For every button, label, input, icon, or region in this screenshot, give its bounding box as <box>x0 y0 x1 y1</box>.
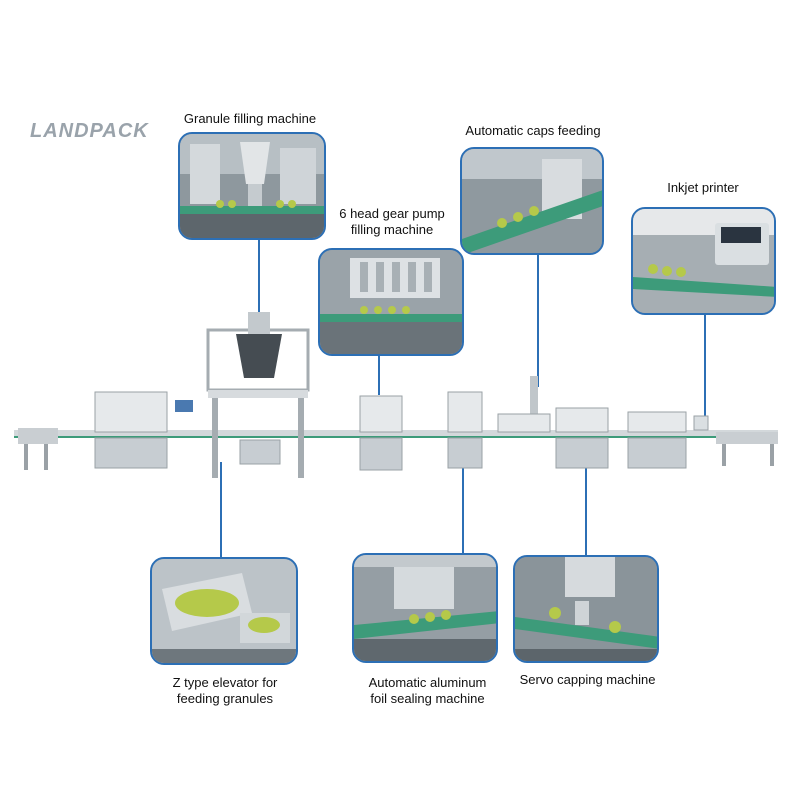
conveyor-belt <box>14 430 778 436</box>
landpack-logo: LANDPACK <box>30 120 149 142</box>
servo-capping-station <box>555 407 609 469</box>
photo-granule-filling <box>178 132 326 240</box>
inkjet-station <box>693 415 709 431</box>
connector-inkjet <box>704 314 706 418</box>
connector-granule <box>258 238 260 330</box>
photo-z-elevator <box>150 557 298 665</box>
foil-sealing-station <box>447 391 483 469</box>
label-foil-sealing: Automatic aluminum foil sealing machine <box>368 675 487 706</box>
photo-caps-feeding <box>460 147 604 255</box>
multihead-weigher-station <box>206 312 310 478</box>
label-gear-pump-filling: 6 head gear pump filling machine <box>339 206 445 237</box>
label-z-elevator: Z type elevator for feeding granules <box>172 675 278 706</box>
gear-pump-filling-station <box>359 395 403 471</box>
connector-elevator <box>220 462 222 560</box>
label-inkjet-printer: Inkjet printer <box>667 180 739 195</box>
label-servo-capping: Servo capping machine <box>519 672 656 687</box>
caps-feeding-station <box>497 376 551 433</box>
liquid-filling-station <box>94 391 193 469</box>
connector-servo <box>585 462 587 556</box>
connector-caps <box>537 252 539 387</box>
label-granule-filling: Granule filling machine <box>183 111 317 126</box>
photo-inkjet-printer <box>631 207 776 315</box>
infeed-table <box>18 428 58 470</box>
photo-servo-capping <box>513 555 659 663</box>
photo-gear-pump-filling <box>318 248 464 356</box>
label-caps-feeding: Automatic caps feeding <box>465 123 601 138</box>
outfeed-table <box>716 432 778 466</box>
connector-foil <box>462 462 464 556</box>
photo-foil-sealing <box>352 553 498 663</box>
connector-gear-pump <box>378 355 380 395</box>
labeling-station <box>627 411 687 469</box>
